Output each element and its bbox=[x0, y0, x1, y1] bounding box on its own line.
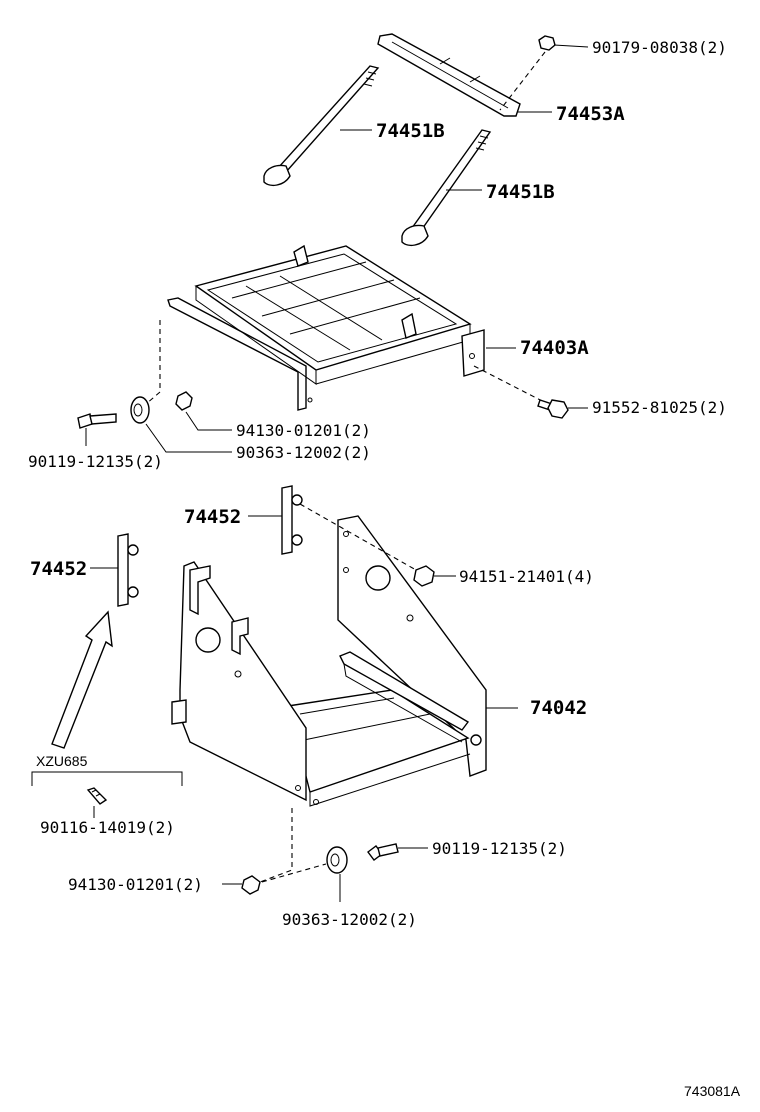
label-90363-12002-bottom: 90363-12002(2) bbox=[282, 910, 417, 929]
label-74042: 74042 bbox=[530, 697, 588, 719]
label-90116-14019: 90116-14019(2) bbox=[40, 818, 175, 837]
label-90119-12135-top: 90119-12135(2) bbox=[28, 452, 163, 471]
label-90119-12135-bottom: 90119-12135(2) bbox=[432, 839, 567, 858]
label-94130-01201-bottom: 94130-01201(2) bbox=[68, 875, 203, 894]
stud-90116-icon bbox=[86, 787, 108, 805]
label-94130-01201-top: 94130-01201(2) bbox=[236, 421, 371, 440]
location-arrow-icon bbox=[51, 610, 113, 749]
hold-down-rod-74451b-left bbox=[263, 65, 380, 187]
nut-94130-top-icon bbox=[175, 391, 193, 411]
leader-90363-top bbox=[145, 423, 232, 453]
label-74451b-2: 74451B bbox=[486, 181, 555, 203]
dashed-91552 bbox=[473, 365, 549, 405]
label-74403a: 74403A bbox=[520, 337, 589, 359]
leader-94130-top bbox=[185, 411, 232, 431]
cushion-90363-top-icon bbox=[130, 396, 150, 424]
label-xzu685: XZU685 bbox=[36, 753, 88, 769]
label-90363-12002-top: 90363-12002(2) bbox=[236, 443, 371, 462]
xzu685-bracket bbox=[31, 771, 183, 786]
dashed-cushion-bottom bbox=[261, 863, 327, 883]
label-74452-upper: 74452 bbox=[184, 506, 242, 528]
dashed-tray-left bbox=[145, 320, 161, 405]
dashed-74452-upper bbox=[299, 503, 417, 571]
hold-down-bar-74453a bbox=[377, 33, 521, 117]
bolt-90119-bottom-icon bbox=[367, 843, 399, 861]
label-94151-21401: 94151-21401(4) bbox=[459, 567, 594, 586]
battery-carrier-74042 bbox=[171, 515, 487, 807]
label-90179-08038: 90179-08038(2) bbox=[592, 38, 727, 57]
label-74453a: 74453A bbox=[556, 103, 625, 125]
leader-90179 bbox=[553, 44, 589, 48]
bolt-91552-icon bbox=[537, 399, 569, 419]
drawing-number: 743081A bbox=[684, 1083, 741, 1099]
cushion-90363-bottom-icon bbox=[326, 846, 348, 874]
bracket-74452-left bbox=[117, 533, 139, 607]
bracket-74452-upper bbox=[281, 485, 303, 555]
dashed-90179 bbox=[499, 51, 546, 111]
nut-90179-icon bbox=[538, 35, 556, 51]
nut-94151-icon bbox=[413, 565, 435, 587]
bolt-90119-top-icon bbox=[77, 413, 117, 429]
hold-down-rod-74451b-right bbox=[401, 129, 492, 247]
label-91552-81025: 91552-81025(2) bbox=[592, 398, 727, 417]
nut-94130-bottom-icon bbox=[241, 875, 261, 895]
label-74451b-1: 74451B bbox=[376, 120, 445, 142]
battery-tray-74403a bbox=[167, 244, 485, 411]
label-74452-left: 74452 bbox=[30, 558, 88, 580]
dashed-carrier-bottom bbox=[259, 808, 293, 883]
